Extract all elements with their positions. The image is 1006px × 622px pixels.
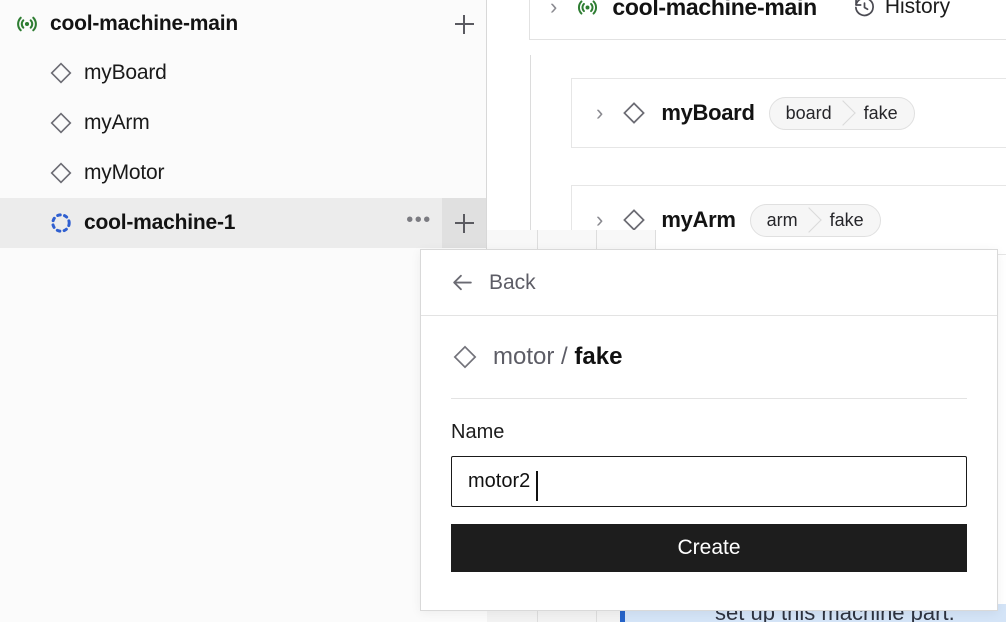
modal-body: Name Create: [421, 399, 997, 572]
diamond-icon: [48, 110, 74, 136]
broadcast-icon: [575, 0, 600, 20]
create-button[interactable]: Create: [451, 524, 967, 572]
history-label: History: [884, 0, 951, 18]
modal-part-type-prefix: motor: [493, 343, 555, 370]
create-part-modal: Back motor / fake Name Create: [420, 249, 998, 611]
chevron-right-icon[interactable]: ›: [596, 100, 604, 125]
modal-part-type-header: motor / fake: [421, 316, 997, 398]
part-model: fake: [863, 102, 898, 123]
sidebar-root-actions: [442, 0, 486, 48]
part-type-pill: board fake: [768, 96, 915, 130]
sidebar-item-label: myMotor: [84, 161, 165, 184]
machine-header-card[interactable]: › cool-machine-main: [529, 0, 1006, 40]
sidebar-item-label: myBoard: [84, 61, 167, 84]
sidebar-root-label: cool-machine-main: [50, 12, 238, 35]
modal-divider: [451, 398, 967, 399]
modal-part-type-model: fake: [574, 343, 623, 370]
diamond-icon: [48, 60, 74, 86]
diamond-icon: [621, 207, 647, 233]
sidebar-item-myboard[interactable]: myBoard: [0, 48, 486, 98]
part-model: fake: [829, 209, 864, 230]
diamond-icon: [451, 343, 479, 371]
arrow-left-icon: [450, 270, 475, 295]
part-name: myArm: [661, 207, 736, 232]
sidebar-item-label: myArm: [84, 111, 150, 134]
sidebar-machine-label: cool-machine-1: [84, 211, 236, 234]
history-clock-icon: [853, 0, 876, 19]
part-type: arm: [751, 205, 810, 236]
part-name: myBoard: [661, 100, 755, 125]
machine-title: cool-machine-main: [612, 0, 817, 20]
plus-icon: [454, 213, 474, 233]
part-type: board: [770, 98, 844, 129]
add-machine-button[interactable]: [442, 0, 486, 48]
text-cursor-caret: [536, 471, 538, 501]
diamond-icon: [621, 100, 647, 126]
sidebar-item-cool-machine-main[interactable]: cool-machine-main: [0, 0, 486, 48]
modal-back-button[interactable]: Back: [421, 250, 997, 316]
chevron-right-icon[interactable]: ›: [596, 207, 604, 232]
history-button[interactable]: History: [853, 0, 950, 19]
sidebar: cool-machine-main myBoard myArm: [0, 0, 487, 622]
sidebar-item-myarm[interactable]: myArm: [0, 98, 486, 148]
sidebar-empty-area: [0, 249, 487, 622]
sidebar-item-mymotor[interactable]: myMotor: [0, 148, 486, 198]
sidebar-item-cool-machine-1[interactable]: cool-machine-1 •••: [0, 198, 486, 248]
part-card-myboard[interactable]: › myBoard board fake: [571, 78, 1006, 148]
modal-part-type-separator: /: [561, 343, 568, 370]
modal-back-label: Back: [489, 270, 536, 294]
modal-part-type-text: motor / fake: [493, 343, 622, 371]
diamond-icon: [48, 160, 74, 186]
loading-dotted-circle-icon: [48, 210, 74, 236]
more-options-button[interactable]: •••: [406, 209, 432, 231]
chevron-right-icon[interactable]: ›: [550, 0, 558, 19]
part-type-pill: arm fake: [749, 203, 881, 237]
plus-icon: [454, 14, 474, 34]
add-part-button[interactable]: [442, 198, 486, 248]
name-field-label: Name: [451, 421, 505, 443]
broadcast-icon: [14, 11, 40, 37]
sidebar-machine-actions: •••: [396, 198, 486, 248]
name-input[interactable]: [451, 456, 967, 507]
